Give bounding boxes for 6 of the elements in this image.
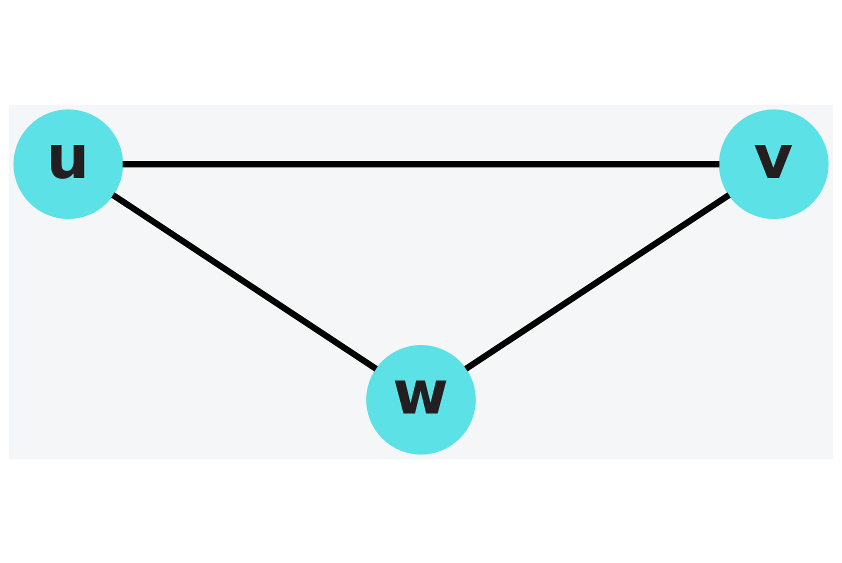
node-circle: w [366, 344, 476, 454]
connector [122, 160, 720, 167]
connector [464, 192, 731, 372]
node-circle: u [13, 108, 124, 218]
node-circle: v [718, 108, 829, 218]
connector [111, 192, 378, 372]
